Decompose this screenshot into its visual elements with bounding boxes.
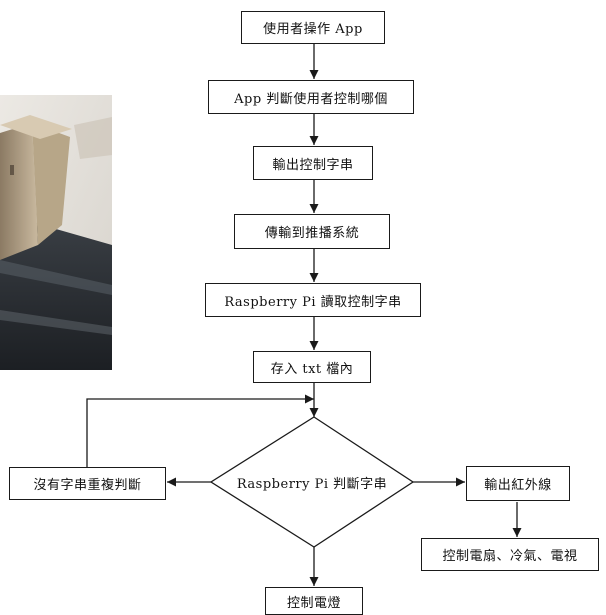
step-save-txt: 存入 txt 檔內 [253,351,371,383]
decision-pi-judges-label: Raspberry Pi 判斷字串 [236,476,388,492]
loop-back-line [86,394,314,467]
step-transmit: 傳輸到推播系統 [234,214,390,249]
step-output-string: 輸出控制字串 [253,146,373,180]
step-app-decides: App 判斷使用者控制哪個 [208,80,414,114]
branch-infrared: 輸出紅外線 [466,466,570,501]
branch-lights: 控制電燈 [265,587,363,615]
step-app-operation: 使用者操作 App [241,11,385,44]
background-photo [0,95,112,370]
step-pi-reads: Raspberry Pi 讀取控制字串 [205,283,421,317]
decision-diamond [209,416,415,548]
branch-no-string: 沒有字串重複判斷 [9,467,166,500]
branch-appliances: 控制電扇、冷氣、電視 [421,538,599,571]
